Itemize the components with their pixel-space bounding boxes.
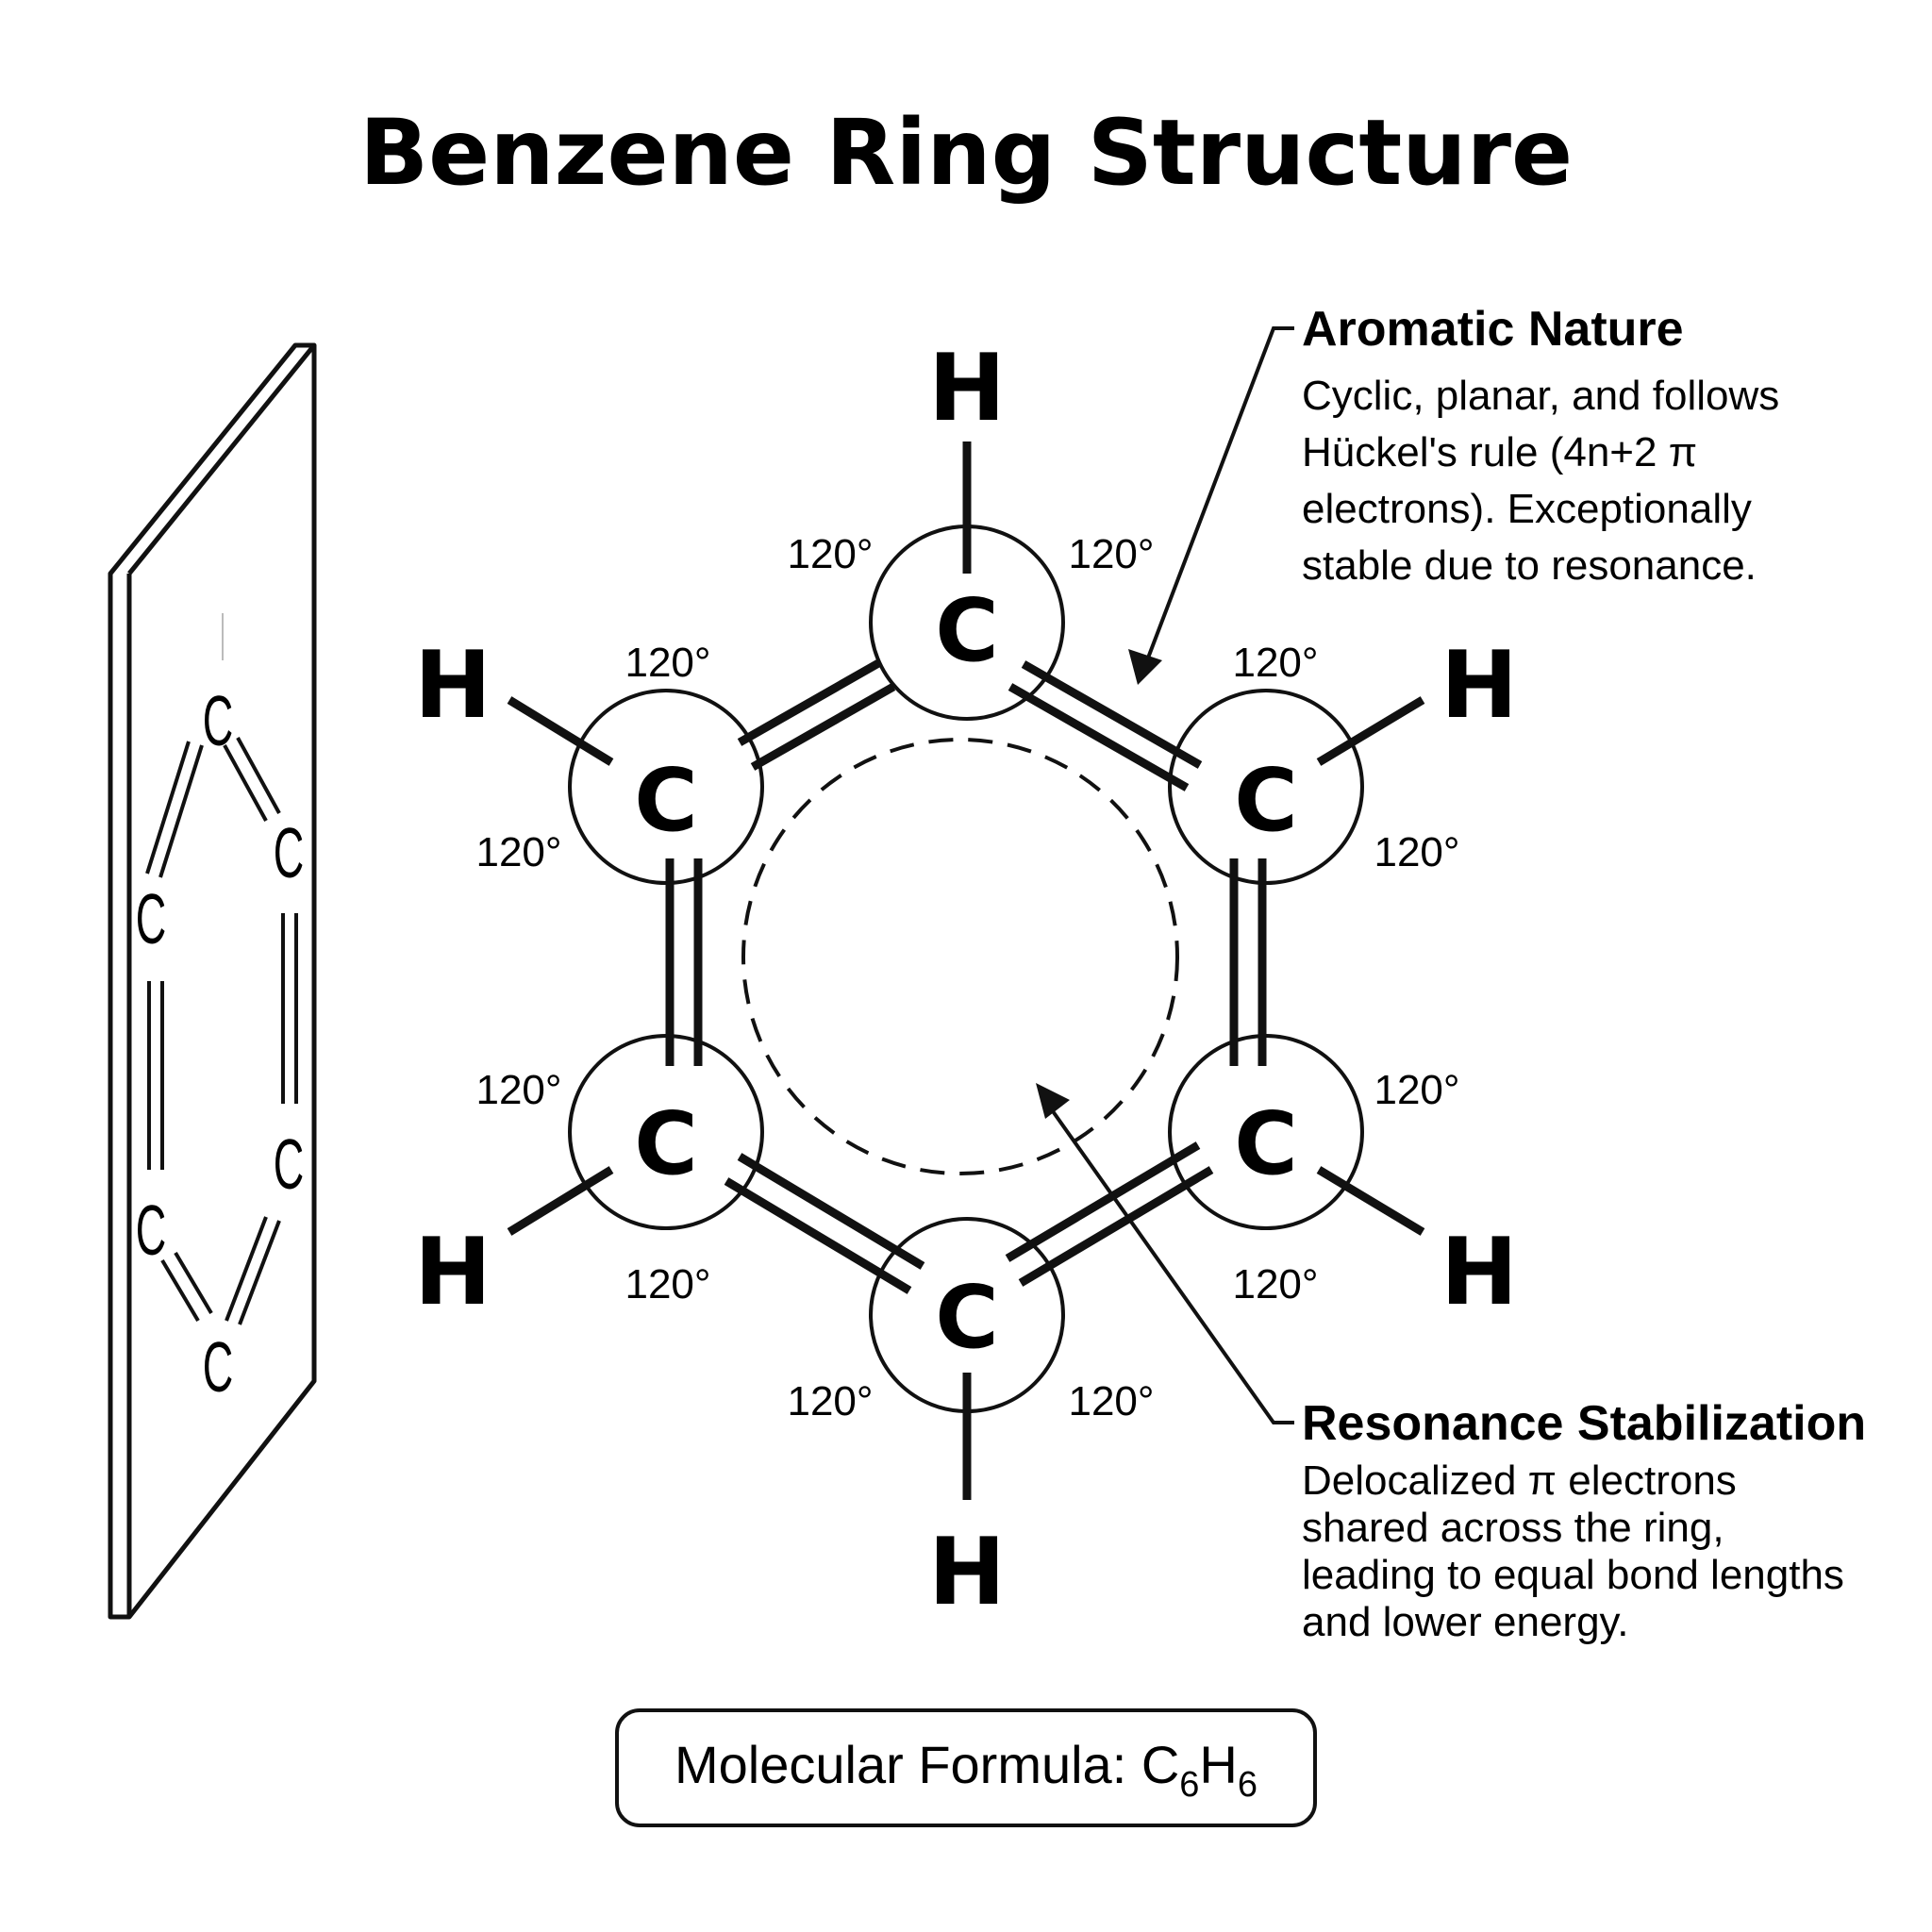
ring-bonds bbox=[665, 658, 1267, 1294]
molecular-formula-box: Molecular Formula: C6H6 bbox=[615, 1708, 1317, 1827]
formula-element-carbon: C bbox=[1141, 1735, 1179, 1794]
plate-bonds bbox=[145, 737, 298, 1325]
resonance-circle bbox=[741, 738, 1179, 1175]
plate-carbon-label: C bbox=[203, 682, 233, 761]
resonance-note-line: Delocalized π electrons bbox=[1302, 1457, 1737, 1504]
bond-angle-label: 120° bbox=[1068, 531, 1154, 577]
bond-angle-label: 120° bbox=[625, 640, 710, 686]
bond-angle-label: 120° bbox=[1232, 1261, 1318, 1307]
hydrogen-label: H bbox=[928, 335, 1006, 442]
hydrogen-label: H bbox=[1441, 1219, 1518, 1326]
resonance-leader-arrow bbox=[1036, 1083, 1294, 1424]
plate-edge-top bbox=[127, 343, 316, 575]
formula-box-border bbox=[615, 1708, 1317, 1827]
hydrogen-label: H bbox=[1441, 632, 1518, 740]
carbon-label: C bbox=[1234, 1093, 1298, 1194]
aromatic-note-line: electrons). Exceptionally bbox=[1302, 486, 1752, 532]
plate-carbon-label: C bbox=[136, 1191, 166, 1271]
hydrogen-labels: H H H H H H bbox=[414, 335, 1518, 1626]
plate-carbon-labels: C C C C C C bbox=[136, 682, 304, 1407]
plate-carbon-label: C bbox=[274, 814, 304, 893]
bond-angle-label: 120° bbox=[475, 1067, 561, 1113]
bond-angle-label: 120° bbox=[1374, 829, 1459, 875]
aromatic-note-line: Cyclic, planar, and follows bbox=[1302, 373, 1779, 419]
bond-angle-label: 120° bbox=[475, 829, 561, 875]
formula-element-hydrogen: H bbox=[1199, 1735, 1237, 1794]
formula-subscript: 6 bbox=[1238, 1765, 1257, 1805]
molecular-formula: Molecular Formula: C6H6 bbox=[675, 1735, 1257, 1805]
aromatic-note: Aromatic Nature Cyclic, planar, and foll… bbox=[1302, 302, 1779, 589]
resonance-note-line: shared across the ring, bbox=[1302, 1505, 1724, 1551]
bond-angle-labels: 120° 120° 120° 120° 120° 120° 120° 120° … bbox=[475, 531, 1459, 1424]
carbon-label: C bbox=[935, 1267, 999, 1368]
resonance-note: Resonance Stabilization Delocalized π el… bbox=[1302, 1396, 1866, 1645]
plate-carbon-label: C bbox=[136, 880, 166, 959]
formula-prefix: Molecular Formula: bbox=[675, 1735, 1141, 1794]
resonance-note-title: Resonance Stabilization bbox=[1302, 1396, 1866, 1451]
bond-angle-label: 120° bbox=[787, 531, 873, 577]
bond-angle-label: 120° bbox=[1374, 1067, 1459, 1113]
bond-angle-label: 120° bbox=[625, 1261, 710, 1307]
planar-plate-illustration bbox=[108, 342, 317, 1620]
hydrogen-label: H bbox=[928, 1519, 1006, 1626]
aromatic-note-title: Aromatic Nature bbox=[1302, 302, 1684, 357]
resonance-note-line: leading to equal bond lengths bbox=[1302, 1552, 1844, 1598]
bond-angle-label: 120° bbox=[1232, 640, 1318, 686]
carbon-labels: C C C C C C bbox=[634, 580, 1298, 1368]
aromatic-note-line: Hückel's rule (4n+2 π bbox=[1302, 429, 1697, 475]
aromatic-note-line: stable due to resonance. bbox=[1302, 542, 1757, 589]
bond-angle-label: 120° bbox=[787, 1378, 873, 1424]
hydrogen-label: H bbox=[414, 1219, 491, 1326]
carbon-label: C bbox=[1234, 750, 1298, 851]
plate-carbon-label: C bbox=[274, 1125, 304, 1205]
aromatic-leader-arrow bbox=[1128, 326, 1294, 685]
ch-bonds bbox=[507, 441, 1425, 1500]
carbon-label: C bbox=[634, 750, 698, 851]
bond-angle-label: 120° bbox=[1068, 1378, 1154, 1424]
formula-subscript: 6 bbox=[1179, 1765, 1199, 1805]
carbon-label: C bbox=[935, 580, 999, 681]
plate-outline bbox=[108, 342, 317, 1620]
carbon-label: C bbox=[634, 1093, 698, 1194]
resonance-note-line: and lower energy. bbox=[1302, 1599, 1629, 1645]
hydrogen-label: H bbox=[414, 632, 491, 740]
plate-carbon-label: C bbox=[203, 1328, 233, 1407]
page-title: Benzene Ring Structure bbox=[359, 100, 1573, 206]
